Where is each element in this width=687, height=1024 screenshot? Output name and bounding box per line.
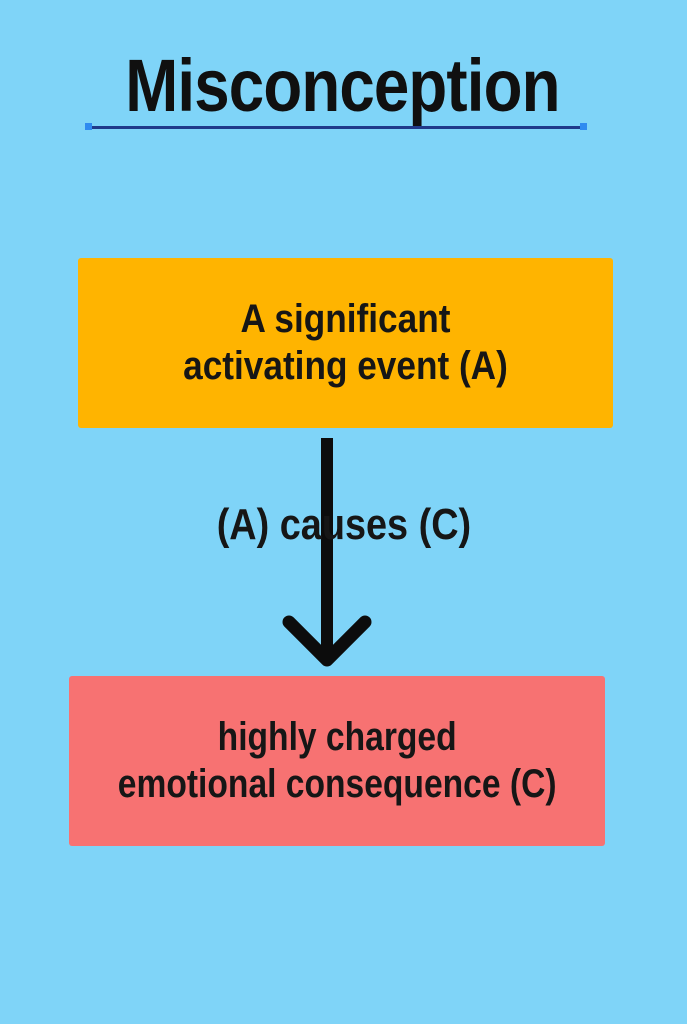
diagram-title[interactable]: Misconception [125, 44, 560, 127]
emotional-consequence-line-2: emotional consequence (C) [117, 762, 557, 806]
activating-event-line-2: activating event (A) [183, 344, 508, 388]
selection-handle-left[interactable] [85, 123, 92, 130]
activating-event-box[interactable]: A significant activating event (A) [78, 258, 613, 428]
emotional-consequence-box[interactable]: highly charged emotional consequence (C) [69, 676, 605, 846]
emotional-consequence-line-1: highly charged [217, 715, 457, 759]
arrow-head [282, 615, 372, 667]
cause-label-text: (A) causes (C) [216, 500, 471, 549]
cause-label: (A) causes (C) [0, 497, 687, 553]
selection-handle-right[interactable] [580, 123, 587, 130]
title-selection-underline [88, 126, 584, 129]
activating-event-text: A significant activating event (A) [183, 296, 508, 390]
activating-event-line-1: A significant [240, 297, 451, 341]
emotional-consequence-text: highly charged emotional consequence (C) [118, 714, 557, 808]
